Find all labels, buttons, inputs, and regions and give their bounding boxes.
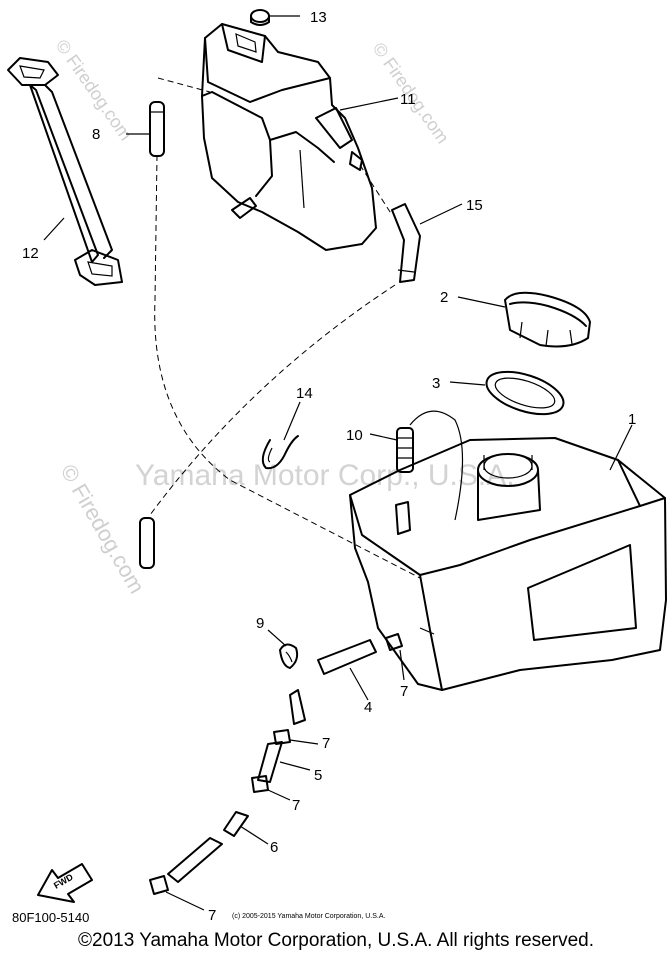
callout-10: 10 (346, 427, 363, 444)
reservoir-tank-part-11 (201, 23, 377, 251)
leader-lines (43, 15, 633, 911)
diagram-code: 80F100-5140 (12, 910, 89, 925)
clip-part-7-lower (251, 775, 269, 793)
hose-part-4 (289, 639, 377, 725)
callout-7-upper: 7 (400, 683, 408, 700)
clip-part-7-upper (385, 633, 403, 651)
callout-9: 9 (256, 615, 264, 632)
callout-13: 13 (310, 9, 327, 26)
footer-copyright: ©2013 Yamaha Motor Corporation, U.S.A. A… (78, 930, 594, 951)
hose-routing-line-b (154, 154, 421, 579)
callout-4: 4 (364, 699, 372, 716)
fwd-arrow-icon: FWD (37, 863, 93, 903)
callout-1: 1 (628, 411, 636, 428)
callout-2: 2 (440, 289, 448, 306)
clip-part-14 (261, 435, 299, 470)
hose-routing-line-d (359, 164, 393, 216)
hose-part-8 (149, 101, 165, 157)
callout-7-bottom: 7 (208, 907, 216, 924)
callout-15: 15 (466, 197, 483, 214)
gasket-part-3 (485, 370, 565, 416)
callout-11: 11 (400, 91, 416, 108)
hose-routing-line-c (149, 284, 396, 516)
clip-part-7-mid (273, 729, 291, 745)
small-copyright: (c) 2005-2015 Yamaha Motor Corporation, … (232, 913, 385, 920)
callout-8: 8 (92, 126, 100, 143)
clamp-part-9 (279, 643, 299, 669)
fuel-tank-part-1 (349, 437, 667, 691)
callout-14: 14 (296, 385, 313, 402)
hose-part-6 (167, 811, 249, 883)
hose-end-left (139, 517, 155, 569)
fitting-part-10 (396, 410, 464, 521)
cap-part-13 (250, 9, 270, 26)
callout-3: 3 (432, 375, 440, 392)
callout-5: 5 (314, 767, 322, 784)
watermark-center: Yamaha Motor Corp., U.S.A. (135, 459, 515, 492)
callout-6: 6 (270, 839, 278, 856)
callout-12: 12 (22, 245, 39, 262)
hose-part-5 (257, 741, 283, 783)
callout-7-lower: 7 (292, 797, 300, 814)
strap-part-12 (7, 57, 123, 286)
hose-part-15 (391, 203, 421, 283)
fuel-cap-part-2 (504, 291, 591, 348)
clip-part-7-bottom (149, 875, 169, 895)
callout-7-mid: 7 (322, 735, 330, 752)
